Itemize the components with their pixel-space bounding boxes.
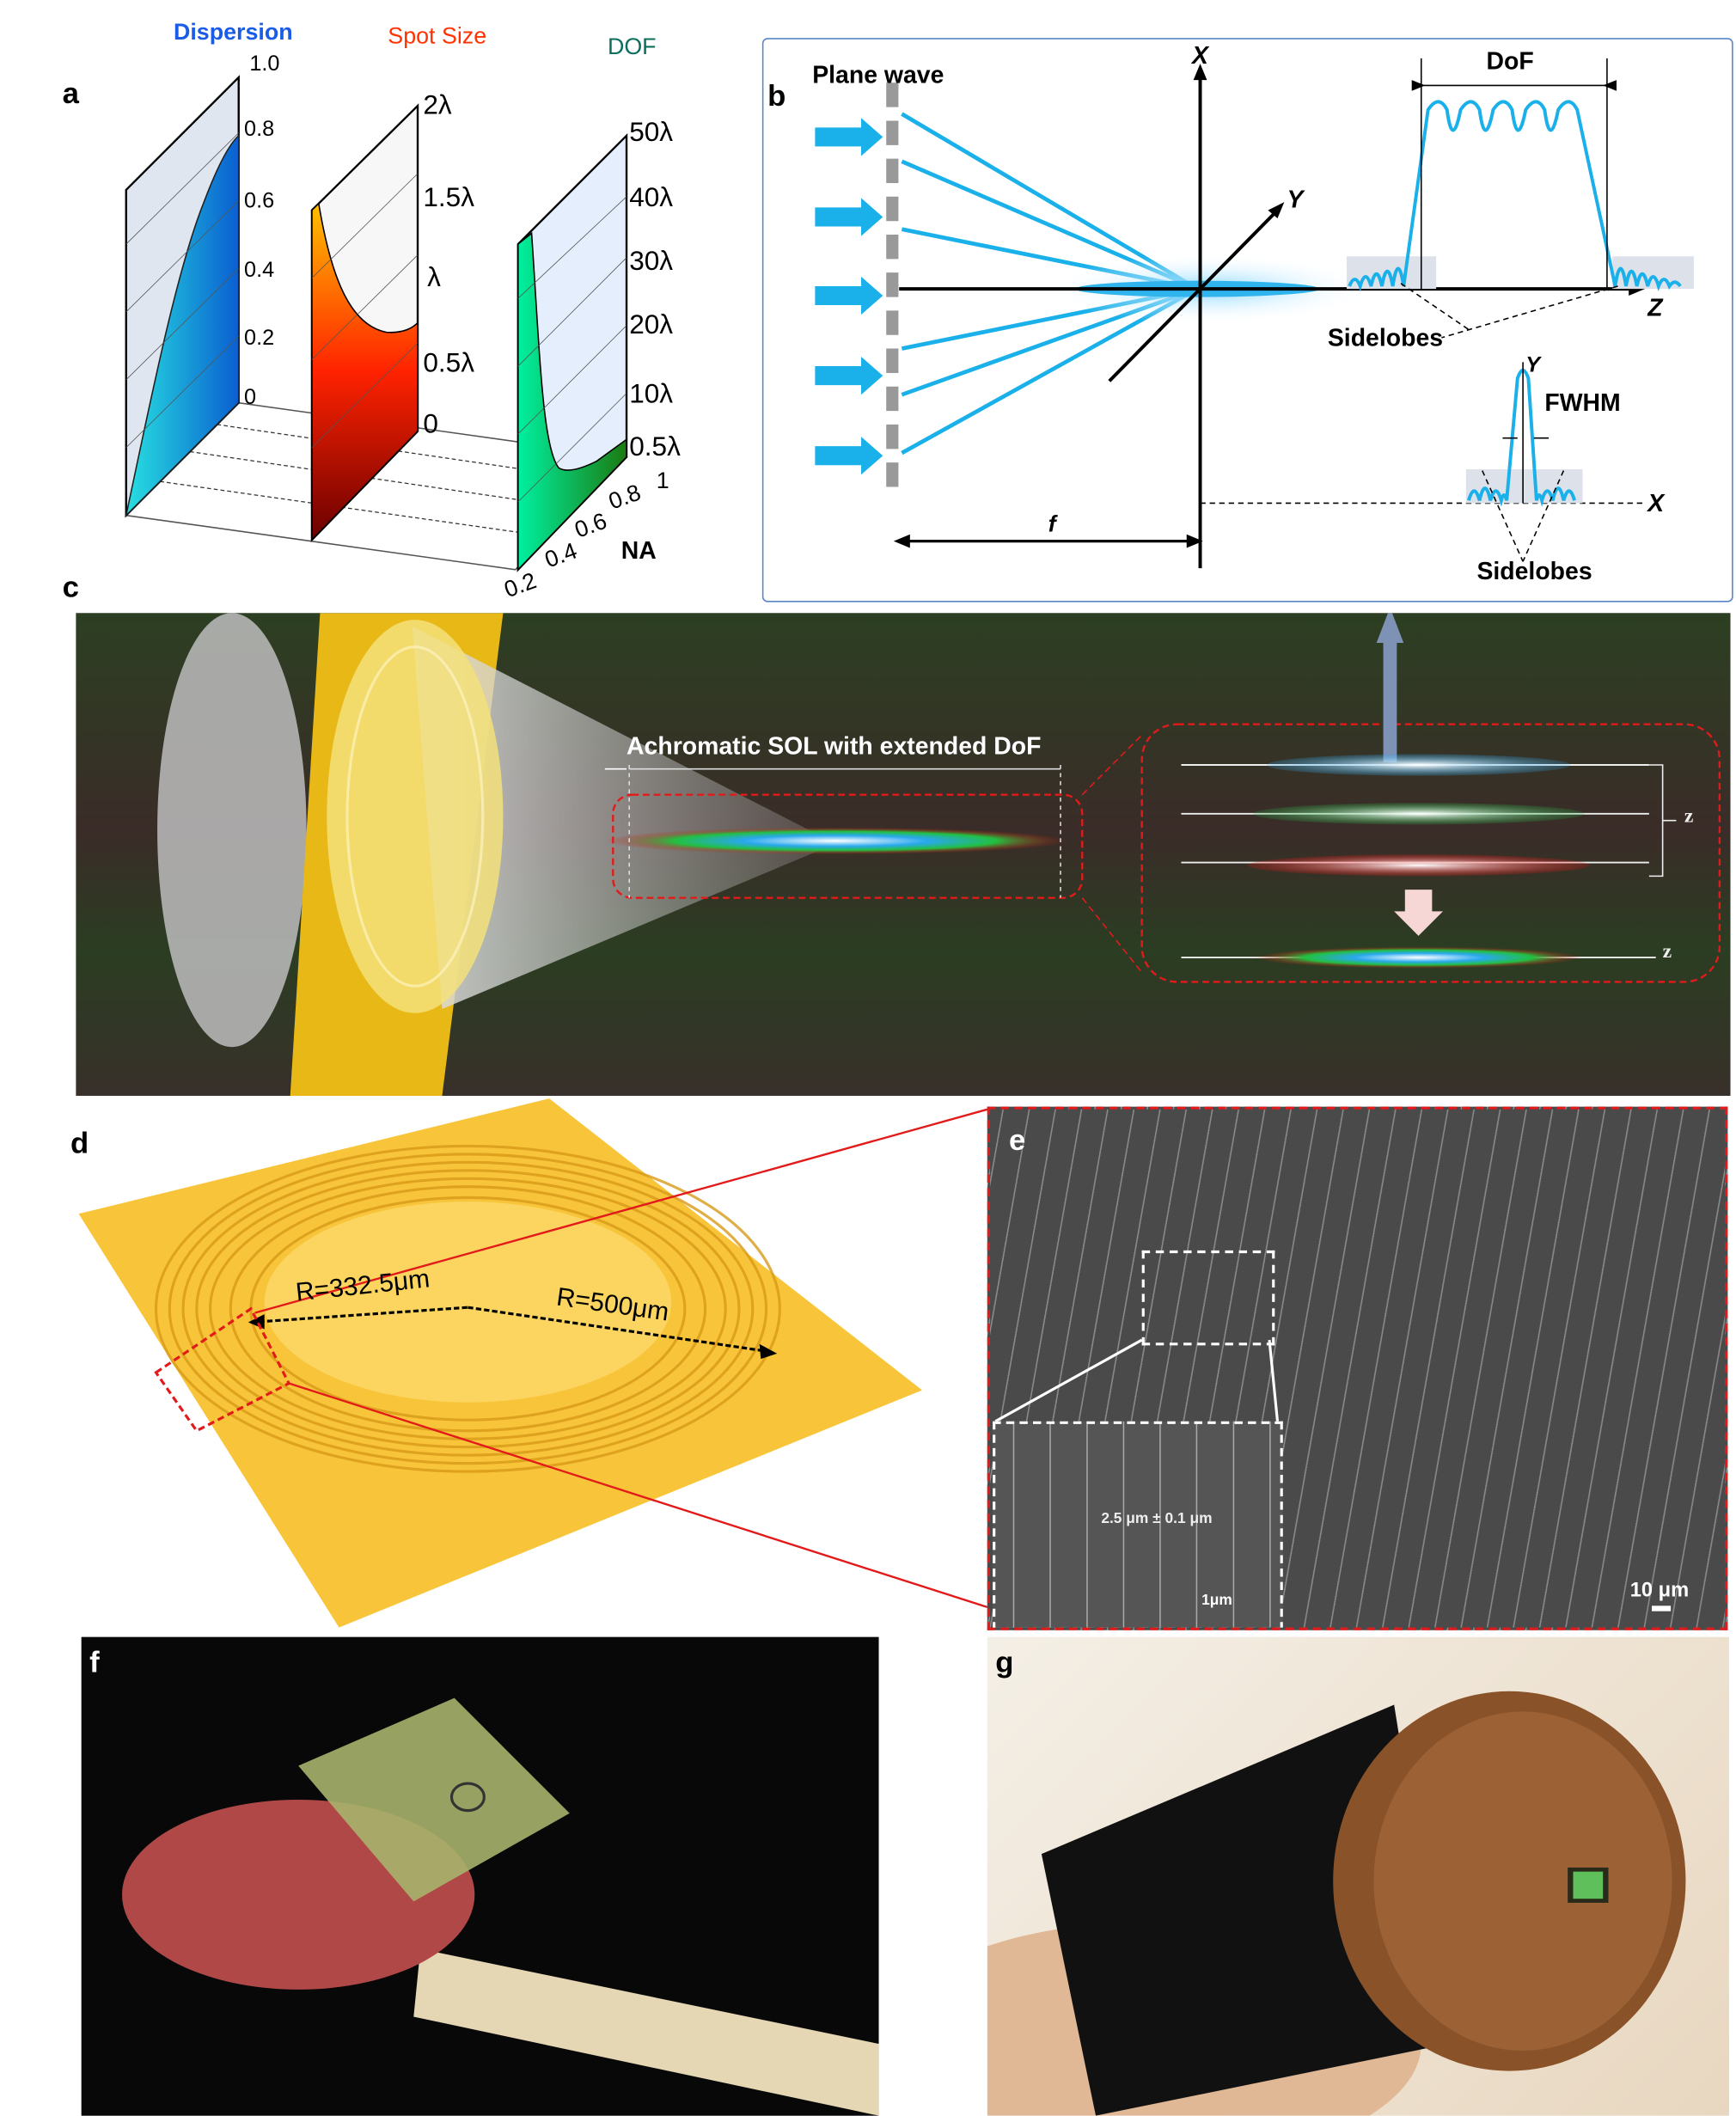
up-arrow-icon (1376, 613, 1404, 643)
dof-title: DOF (607, 34, 657, 60)
plane-wave-arrows (815, 118, 883, 475)
sol-chip (298, 1697, 570, 1902)
dispersion-tick: 0.2 (244, 327, 275, 351)
dof-label: DoF (1486, 47, 1534, 75)
panel-e-label: e (1009, 1122, 1026, 1158)
spot-tick: 2λ (423, 90, 452, 121)
panel-d-device (78, 1098, 988, 1628)
panel-a-plot (125, 75, 628, 572)
sidelobes-label-2: Sidelobes (1476, 557, 1592, 585)
pitch-measurement: 2.5 μm ± 0.1 μm (1101, 1510, 1213, 1527)
na-tick: 1 (656, 468, 669, 494)
lens (157, 613, 307, 1048)
blue-focus (1266, 754, 1571, 776)
panel-c-illustration (157, 613, 1721, 1097)
scale-bar: 10 μm (1629, 1578, 1690, 1602)
scale-bar-mark (1652, 1605, 1672, 1611)
panel-g-label: g (995, 1645, 1014, 1679)
dispersion-tick: 0.6 (244, 189, 275, 213)
spot-tick: 1.5λ (423, 183, 475, 213)
dispersion-tick: 0.8 (244, 118, 275, 142)
panel-b: Plane wave X Y Z DoF Sidelobes Y FWHM X … (761, 38, 1733, 602)
dispersion-curve (125, 134, 240, 518)
down-arrow-icon (1394, 890, 1443, 936)
panel-d-label: d (70, 1125, 89, 1160)
dispersion-tick: 1.0 (249, 52, 280, 76)
green-focus (1253, 803, 1585, 825)
panel-e-sem-image: 2.5 μm ± 0.1 μm 1μm 10 μm e (987, 1106, 1728, 1630)
spot-tick: λ (427, 263, 441, 293)
dof-curve (517, 231, 627, 572)
sidelobes-label: Sidelobes (1327, 324, 1444, 352)
spot-size-title: Spot Size (388, 22, 487, 49)
panel-f-label: f (89, 1645, 100, 1679)
panel-c-label: c (62, 569, 79, 604)
sol-chip (1573, 1871, 1604, 1899)
dof-tick: 50λ (629, 118, 674, 149)
matchstick (413, 1948, 879, 2116)
plane-wave-label: Plane wave (812, 61, 944, 89)
spot-tick: 0.5λ (423, 348, 475, 379)
dispersion-title: Dispersion (173, 19, 293, 46)
dof-tick: 30λ (629, 247, 674, 277)
fwhm-label: FWHM (1544, 388, 1621, 417)
focus-cone (412, 627, 836, 1010)
lens-barrel (1041, 1704, 1449, 2116)
panel-g-photo: g (987, 1636, 1729, 2116)
combined-focus (1256, 946, 1581, 969)
panel-b-diagram (815, 58, 1694, 569)
spot-size-curve (311, 202, 419, 541)
inset-scale-bar: 1μm (1201, 1592, 1232, 1609)
focal-length-label: f (1048, 511, 1056, 537)
inset-sem: 2.5 μm ± 0.1 μm 1μm (993, 1421, 1283, 1628)
dof-tick: 20λ (629, 310, 674, 341)
dof-profile-curve (1348, 100, 1682, 292)
focal-line (604, 827, 1067, 855)
na-axis-label: NA (620, 536, 657, 565)
z-label-2: z (1662, 941, 1672, 963)
x-axis-label-2: X (1647, 489, 1665, 517)
y-axis-label-2: Y (1525, 353, 1541, 377)
dispersion-tick: 0 (244, 386, 257, 410)
panel-b-label: b (767, 78, 786, 113)
panel-f-photo: f (81, 1636, 879, 2116)
panel-a-label: a (62, 76, 79, 110)
panel-c: Achromatic SOL with extended DoF z z (76, 613, 1731, 1097)
dispersion-tick: 0.4 (244, 259, 275, 283)
red-focus (1247, 854, 1590, 877)
spot-tick: 0 (423, 409, 438, 440)
sol-caption: Achromatic SOL with extended DoF (627, 732, 1042, 760)
dof-tick: 40λ (629, 183, 674, 213)
zoom-region (1141, 1250, 1275, 1346)
dof-tick: 0.5λ (629, 432, 681, 463)
x-axis-label: X (1192, 41, 1209, 70)
z-label: z (1684, 805, 1694, 828)
dof-tick: 10λ (629, 379, 674, 410)
z-axis-label: Z (1647, 294, 1663, 321)
y-axis-label: Y (1287, 186, 1304, 213)
